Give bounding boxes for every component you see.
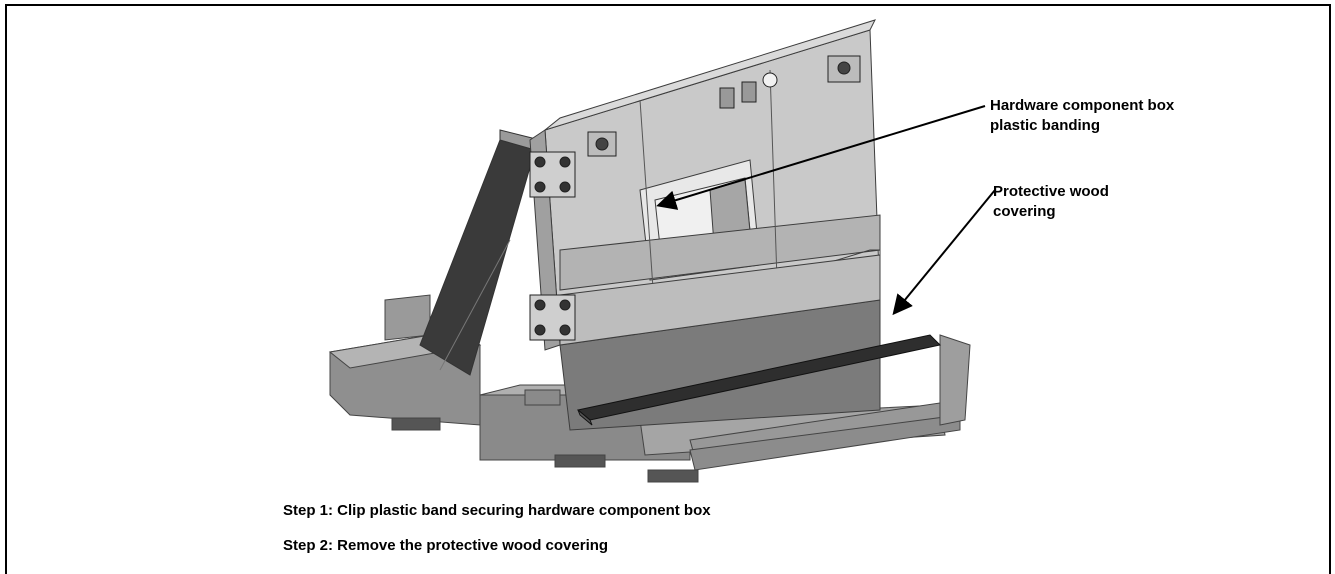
top-brackets [587, 55, 861, 157]
clamp-block-upper [529, 151, 576, 198]
step-2-instruction: Step 2: Remove the protective wood cover… [283, 537, 609, 554]
protective-wood-covering [576, 334, 942, 426]
hardware-callout-arrow [656, 105, 986, 210]
figure-frame [5, 4, 1331, 574]
clamp-block-lower [529, 294, 576, 341]
diagonal-support-board [419, 129, 541, 376]
step-1-instruction: Step 1: Clip plastic band securing hardw… [283, 502, 711, 519]
wood-callout-arrow [892, 189, 996, 316]
wood-covering-callout-label: Protective wood covering [993, 183, 1109, 220]
hardware-banding-callout-label: Hardware component box plastic banding [990, 97, 1175, 134]
